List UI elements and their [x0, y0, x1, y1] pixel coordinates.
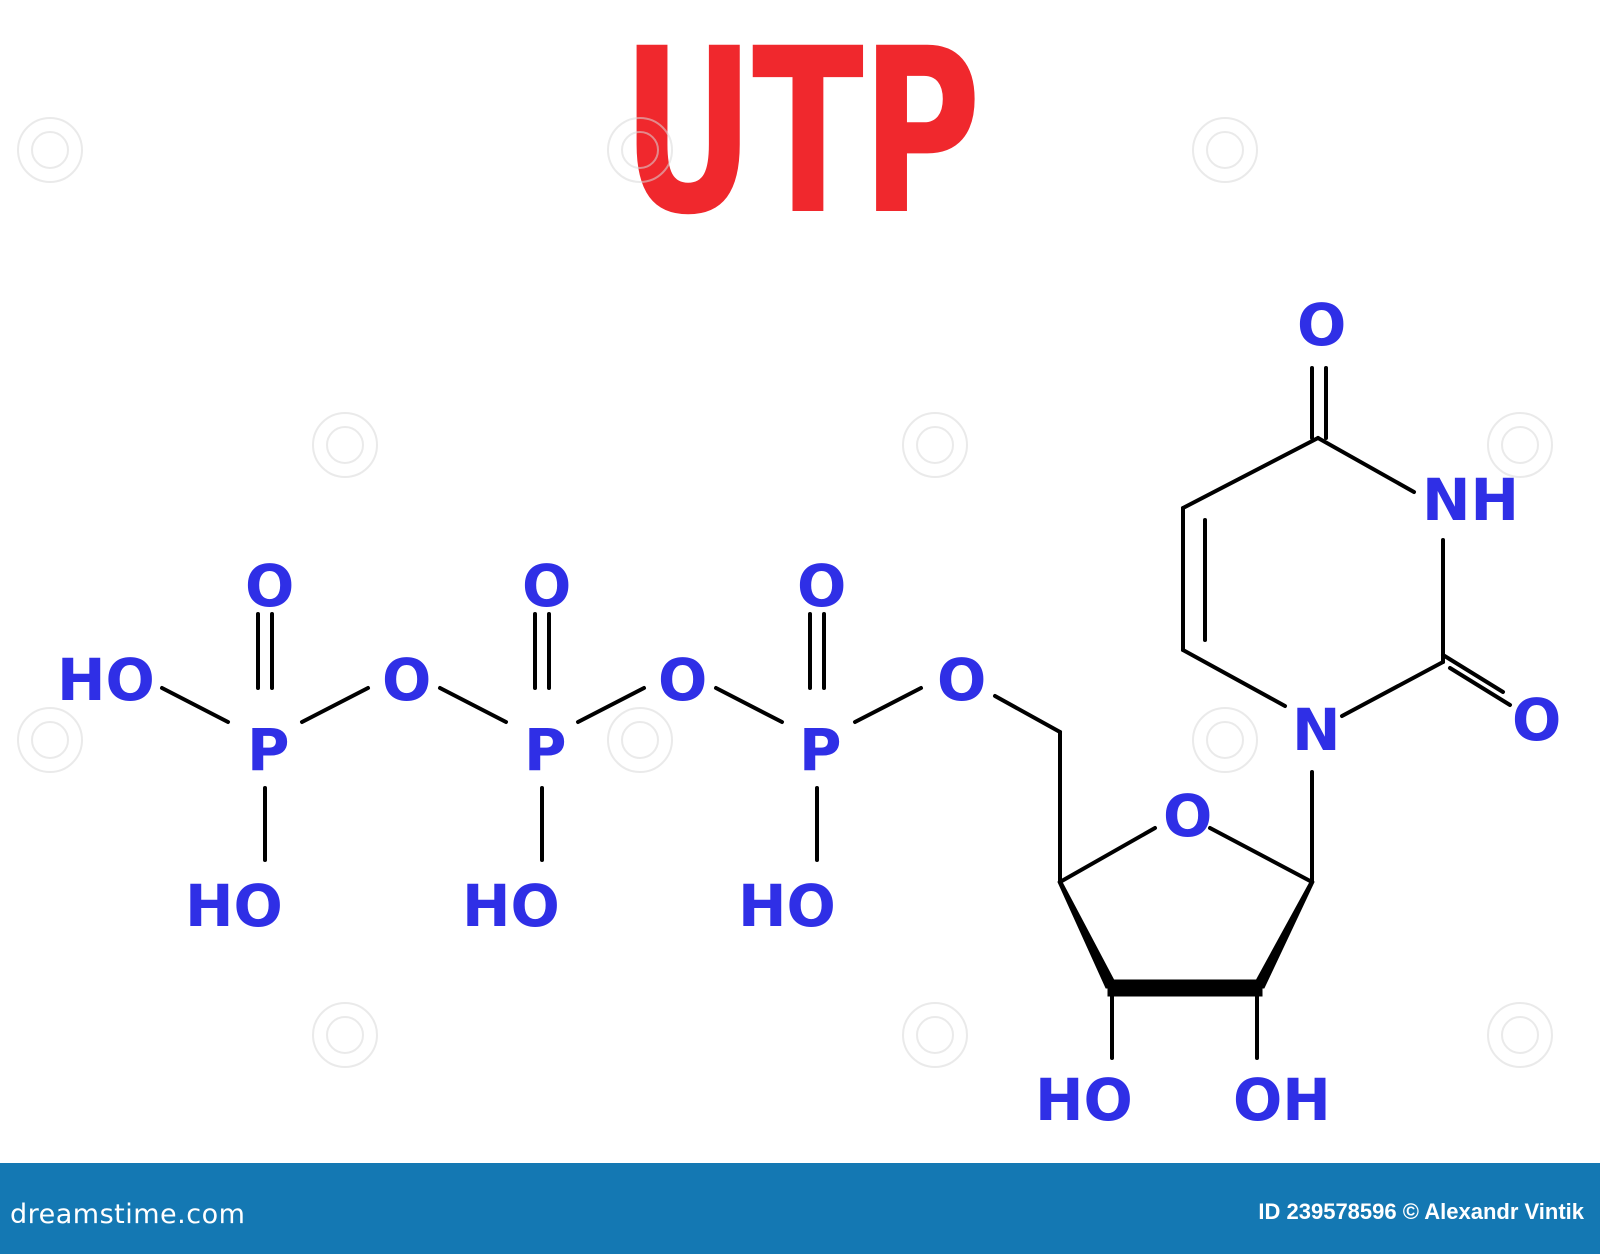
atom-ho-p2-bottom: HO: [462, 872, 560, 940]
bond-c2-o-b: [1448, 666, 1512, 707]
bond-c4-n3: [1316, 436, 1416, 494]
watermark-swirls: [17, 117, 1553, 1068]
bond-p2-o2: [576, 686, 646, 724]
atom-p2: P: [524, 716, 567, 784]
atom-o-p1-top: O: [245, 552, 294, 620]
atom-base-nh: NH: [1422, 466, 1519, 534]
atom-ho-p1: HO: [57, 646, 155, 714]
atom-sugar-oh: OH: [1233, 1066, 1331, 1134]
atom-sugar-ho: HO: [1035, 1066, 1133, 1134]
bond-o3-ch2: [993, 694, 1062, 734]
bond-c2-o-a: [1441, 653, 1505, 694]
atom-p3: P: [799, 716, 842, 784]
bond-o2-p3: [714, 686, 784, 724]
bond-n1-c6: [1181, 648, 1287, 708]
atom-o-p3-top: O: [797, 552, 846, 620]
bond-c2-n1: [1340, 660, 1445, 718]
molecule-diagram: UTP: [17, 0, 1561, 1134]
bond-c5-c4: [1181, 436, 1320, 510]
wedge-c1-c2: [1251, 881, 1315, 989]
molecule-title: UTP: [621, 0, 982, 265]
wedge-c3-c2: [1107, 979, 1263, 997]
footer-bar: dreamstime.com ID 239578596 © Alexandr V…: [0, 1163, 1600, 1254]
atom-base-o-right: O: [1512, 686, 1561, 754]
bond-ho-p1: [160, 686, 230, 724]
wedge-bonds: [1057, 881, 1315, 997]
bond-ringo-c1: [1208, 826, 1314, 884]
footer-credit: ID 239578596 © Alexandr Vintik: [1258, 1199, 1584, 1224]
atom-base-n1: N: [1292, 696, 1341, 764]
bond-p1-o1: [300, 686, 370, 724]
atom-labels: HO O P HO O O P HO O O P HO O O HO OH N …: [57, 291, 1561, 1134]
bond-p3-o3: [853, 686, 923, 724]
atom-bridge-o2: O: [658, 646, 707, 714]
atom-ester-o: O: [937, 646, 986, 714]
wedge-c4-c3: [1057, 881, 1119, 989]
atom-ho-p1-bottom: HO: [185, 872, 283, 940]
atom-o-p2-top: O: [522, 552, 571, 620]
bonds: [160, 366, 1512, 1060]
bond-c4-ringo: [1058, 826, 1157, 884]
atom-p1: P: [247, 716, 290, 784]
atom-ho-p3-bottom: HO: [738, 872, 836, 940]
atom-bridge-o1: O: [382, 646, 431, 714]
atom-ring-o: O: [1163, 782, 1212, 850]
atom-base-o-top: O: [1297, 291, 1346, 359]
bond-o1-p2: [438, 686, 508, 724]
footer-logo[interactable]: dreamstime.com: [10, 1199, 246, 1230]
structure-svg: HO O P HO O O P HO O O P HO O O HO OH N …: [17, 117, 1561, 1134]
